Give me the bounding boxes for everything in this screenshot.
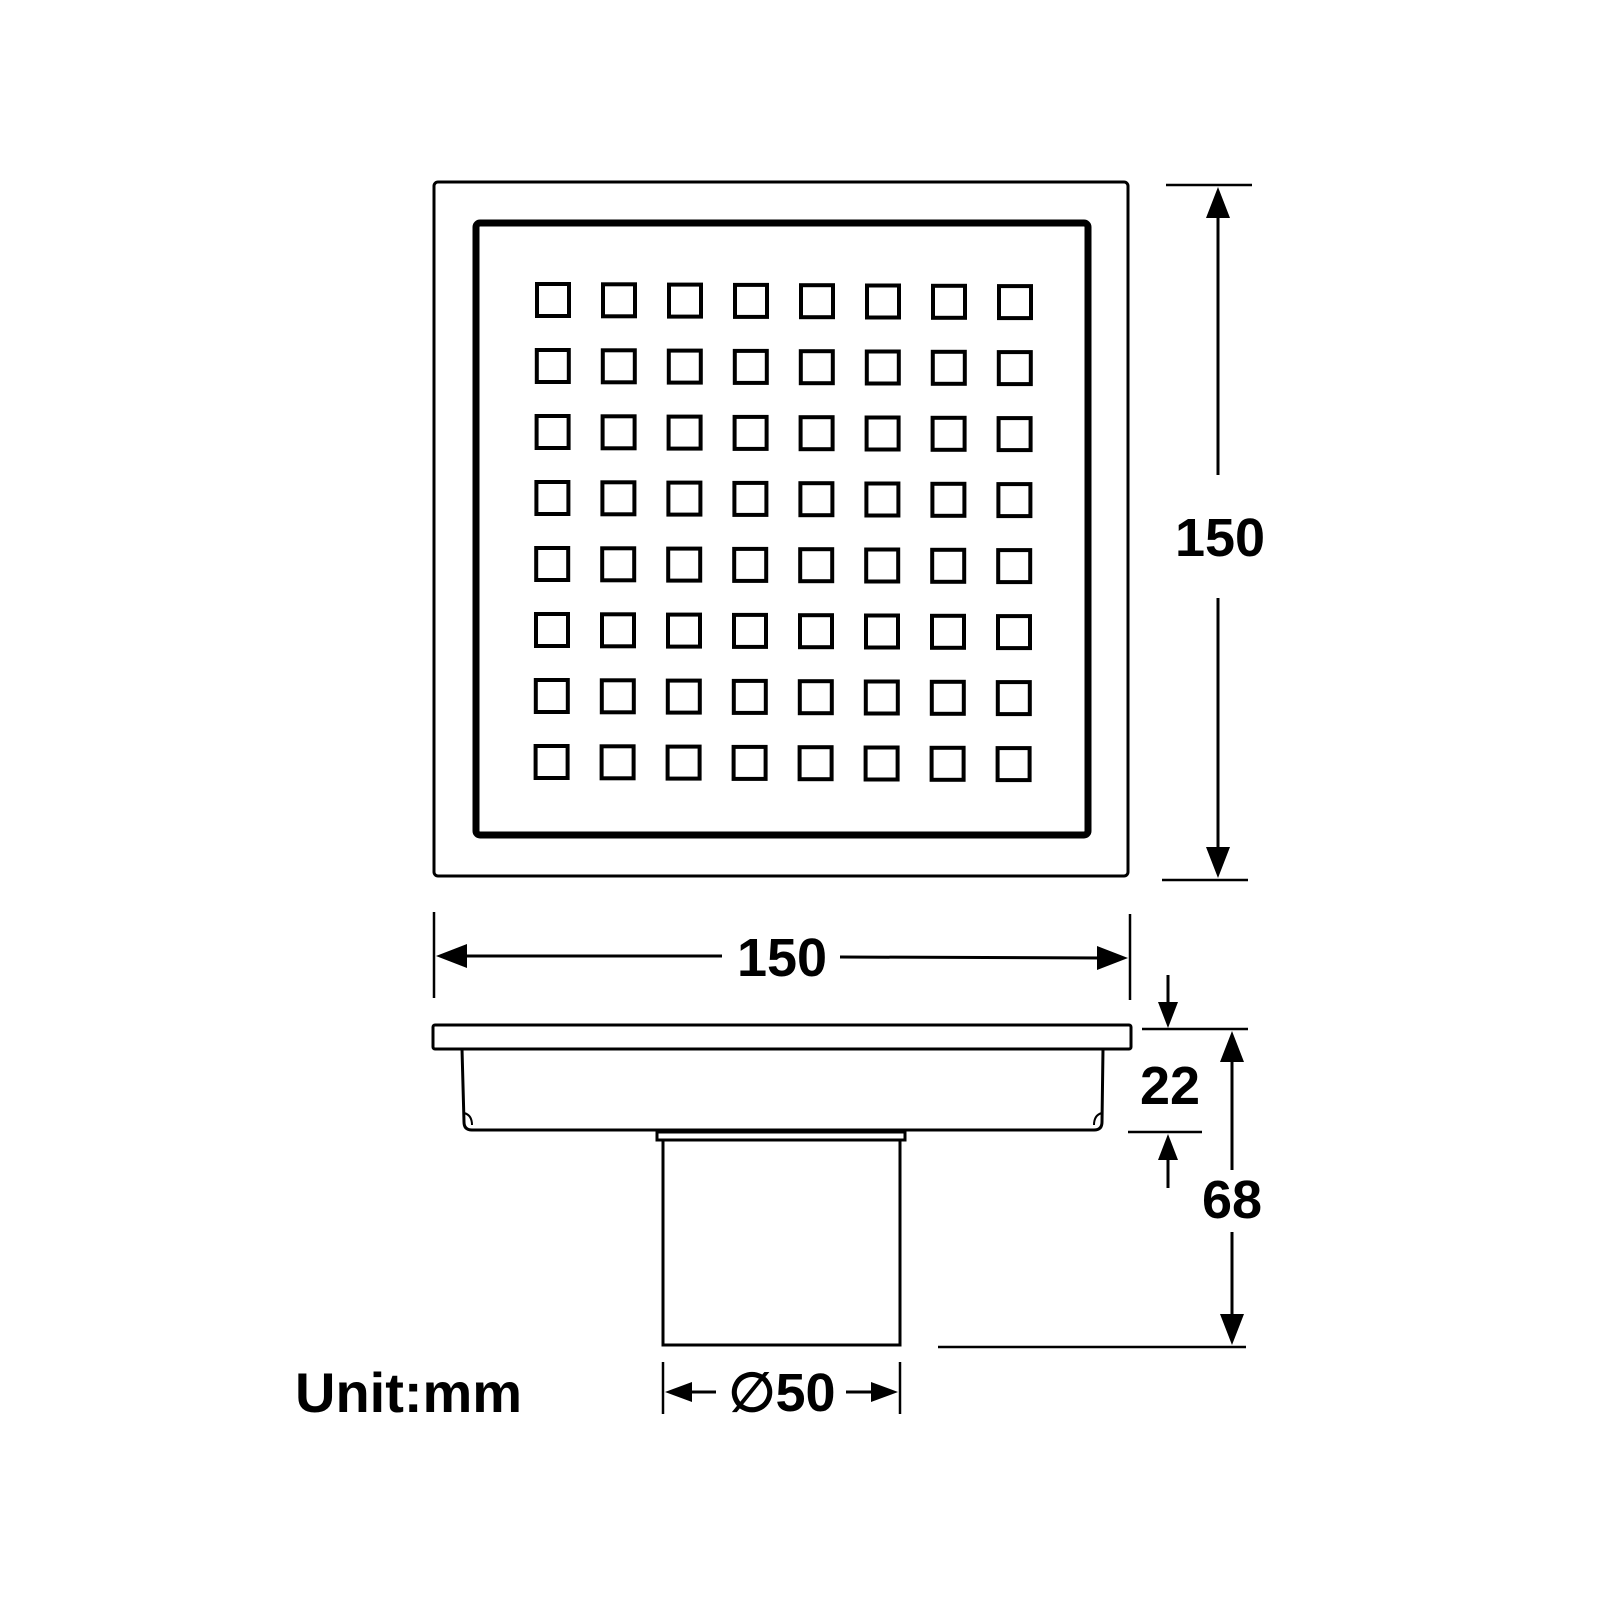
arrow-right bbox=[1097, 946, 1128, 970]
grate-hole bbox=[863, 679, 900, 716]
grate-hole bbox=[535, 282, 571, 318]
grate-hole bbox=[732, 612, 768, 649]
grate-hole bbox=[929, 679, 966, 716]
grate-arrow-down bbox=[1158, 1002, 1178, 1028]
grate-hole bbox=[731, 678, 768, 715]
total-arrow-up bbox=[1220, 1031, 1244, 1062]
arrow-up bbox=[1206, 187, 1230, 218]
grate-hole bbox=[534, 612, 570, 648]
grate-hole bbox=[864, 481, 901, 518]
grate-hole bbox=[732, 546, 769, 583]
height-label: 150 bbox=[1175, 508, 1265, 568]
grate-hole bbox=[665, 744, 702, 781]
grate-hole bbox=[666, 546, 703, 583]
grate-hole bbox=[930, 613, 966, 650]
top-view bbox=[432, 180, 1130, 878]
grate-hole bbox=[666, 480, 703, 517]
grate-hole bbox=[797, 679, 834, 716]
grate-hole bbox=[929, 745, 966, 782]
side-dimensions bbox=[938, 975, 1248, 1349]
grate-hole bbox=[864, 547, 901, 584]
grate-hole bbox=[731, 744, 768, 781]
arrow-down bbox=[1206, 847, 1230, 878]
grate-hole bbox=[733, 282, 769, 319]
dimension-line-right bbox=[839, 955, 1105, 960]
grate-hole bbox=[666, 348, 703, 385]
grate-hole-grid bbox=[533, 282, 1033, 783]
grate-hole bbox=[599, 678, 636, 715]
grate-hole bbox=[732, 480, 769, 517]
grate-panel bbox=[472, 219, 1092, 839]
grate-hole bbox=[799, 283, 835, 320]
grate-height-label: 22 bbox=[1140, 1056, 1200, 1116]
grate-hole bbox=[601, 282, 637, 319]
grate-hole bbox=[931, 283, 967, 320]
grate-hole bbox=[996, 416, 1033, 453]
grate-hole bbox=[864, 349, 901, 386]
grate-hole bbox=[600, 546, 637, 583]
grate-hole bbox=[995, 746, 1032, 783]
grate-hole bbox=[600, 612, 636, 649]
grate-hole bbox=[864, 613, 900, 650]
grate-hole bbox=[798, 349, 835, 386]
diameter-label: ∅50 bbox=[728, 1363, 835, 1423]
total-height-label: 68 bbox=[1202, 1170, 1262, 1230]
diameter-dimension bbox=[661, 1362, 902, 1414]
grate-hole bbox=[534, 546, 571, 582]
grate-arrow-up bbox=[1158, 1134, 1178, 1160]
grate-hole bbox=[798, 415, 835, 452]
height-dimension bbox=[1162, 183, 1252, 882]
width-dimension bbox=[432, 912, 1132, 1000]
grate-hole bbox=[930, 349, 967, 386]
grate-hole bbox=[930, 481, 967, 518]
grate-hole bbox=[600, 480, 637, 517]
side-view bbox=[431, 1023, 1133, 1347]
grate-hole bbox=[865, 283, 901, 320]
grate-hole bbox=[732, 348, 769, 385]
grate-hole bbox=[534, 348, 571, 384]
grate-hole bbox=[798, 481, 835, 518]
grate-hole bbox=[600, 348, 637, 385]
grate-hole bbox=[732, 414, 769, 451]
grate-hole bbox=[798, 547, 835, 584]
grate-hole bbox=[863, 745, 900, 782]
body bbox=[460, 1048, 1105, 1132]
grate-hole bbox=[533, 744, 570, 780]
grate-hole bbox=[599, 744, 636, 781]
flange bbox=[431, 1023, 1133, 1051]
outlet-pipe bbox=[661, 1138, 902, 1347]
grate-hole bbox=[534, 414, 571, 450]
grate-hole bbox=[600, 414, 637, 451]
diameter-arrow-right bbox=[871, 1382, 898, 1402]
grate-hole bbox=[666, 414, 703, 451]
body-inner-curve-left bbox=[463, 1112, 473, 1126]
grate-hole bbox=[667, 282, 703, 319]
arrow-left bbox=[436, 944, 467, 968]
grate-hole bbox=[995, 680, 1032, 717]
grate-hole bbox=[997, 284, 1033, 321]
grate-hole bbox=[533, 678, 570, 714]
grate-hole bbox=[534, 480, 571, 516]
grate-hole bbox=[996, 350, 1033, 387]
grate-hole bbox=[996, 614, 1032, 651]
grate-hole bbox=[930, 415, 967, 452]
unit-label: Unit:mm bbox=[295, 1361, 522, 1424]
grate-hole bbox=[665, 678, 702, 715]
grate-hole bbox=[666, 612, 702, 649]
grate-hole bbox=[797, 745, 834, 782]
outer-frame bbox=[432, 180, 1130, 878]
grate-hole bbox=[930, 547, 967, 584]
total-arrow-down bbox=[1220, 1314, 1244, 1345]
grate-hole bbox=[798, 613, 834, 650]
grate-hole bbox=[996, 548, 1033, 585]
grate-hole bbox=[864, 415, 901, 452]
width-label: 150 bbox=[737, 928, 827, 988]
body-inner-curve-right bbox=[1093, 1112, 1103, 1126]
grate-hole bbox=[996, 482, 1033, 519]
diameter-arrow-left bbox=[665, 1382, 692, 1402]
